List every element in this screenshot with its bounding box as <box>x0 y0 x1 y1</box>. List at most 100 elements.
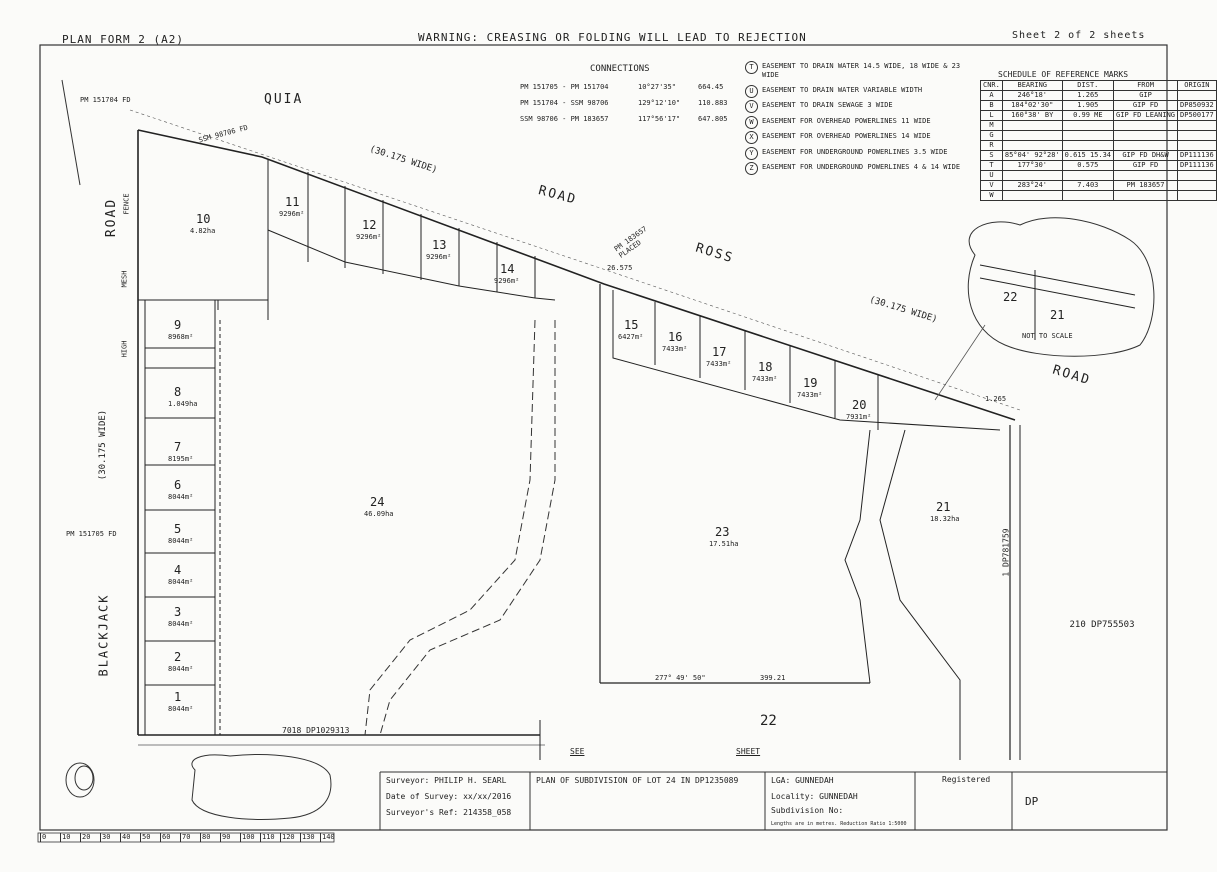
scale-tick-label: 10 <box>60 833 71 842</box>
scale-tick-label: 30 <box>100 833 111 842</box>
lot-number: 16 <box>668 330 683 344</box>
schedule-cell <box>1061 140 1115 151</box>
lot-number: 10 <box>196 212 211 226</box>
schedule-header-cell: CNR. <box>980 80 1003 91</box>
schedule-cell <box>1113 190 1179 201</box>
subdivision-label: Subdivision No: <box>771 806 844 815</box>
scale-tick-label: 50 <box>140 833 151 842</box>
scale-tick-label: 80 <box>200 833 211 842</box>
schedule-cell <box>1177 120 1217 131</box>
lengths-note: Lengths are in metres. Reduction Ratio 1… <box>771 821 907 827</box>
bearing-bottom: 277° 49' 50" <box>655 674 706 682</box>
scale-tick-label: 40 <box>120 833 131 842</box>
sheet-label: Sheet 2 of 2 sheets <box>1012 30 1146 41</box>
schedule-cell: GIP FD DH&W <box>1113 150 1179 161</box>
plan-form-label: PLAN FORM 2 (A2) <box>62 33 184 46</box>
connection-bearing: 129°12'10" <box>638 99 681 107</box>
easement-key-icon: X <box>745 131 758 144</box>
sheet-ref-label: SHEET <box>736 747 761 756</box>
lot-area: 7931m² <box>846 413 872 421</box>
connection-from: PM 151704 - SSM 98706 <box>520 99 609 107</box>
lot-number: 17 <box>712 345 727 359</box>
lot-number: 9 <box>174 318 182 332</box>
dp-label: DP <box>1025 795 1039 808</box>
lot-number: 18 <box>758 360 773 374</box>
easement-key-icon: Y <box>745 146 758 160</box>
schedule-cell <box>1113 170 1179 181</box>
schedule-cell: DP500177 <box>1177 110 1217 121</box>
lot-area: 8195m² <box>168 455 194 463</box>
lot-area: 18.32ha <box>930 515 960 523</box>
schedule-row: G <box>980 130 1217 141</box>
schedule-cell: 184°02'30" <box>1001 100 1063 111</box>
lot-number: 14 <box>500 262 515 276</box>
distance-b: 26.575 <box>607 264 633 272</box>
schedule-cell: B <box>980 100 1003 111</box>
lot-area: 1.049ha <box>168 400 198 408</box>
lot-number: 24 <box>370 495 385 509</box>
schedule-cell <box>1001 130 1063 141</box>
lga-label: LGA: GUNNEDAH <box>771 776 834 785</box>
surveyor-name: Surveyor: PHILIP H. SEARL <box>386 776 507 785</box>
road-boundary-north <box>137 129 1016 421</box>
lot-area: 17.51ha <box>709 540 739 548</box>
schedule-cell: 0.575 <box>1061 160 1115 171</box>
schedule-cell: A <box>980 90 1003 101</box>
lot-area: 8044m² <box>168 705 194 713</box>
lot-area: 8044m² <box>168 537 194 545</box>
lot-number: 11 <box>285 195 300 209</box>
lot-number: 15 <box>624 318 639 332</box>
lot-number: 20 <box>852 398 867 412</box>
lot-number: 3 <box>174 605 182 619</box>
schedule-cell <box>1061 170 1115 181</box>
dp1029313-label: 7018 DP1029313 <box>282 726 350 735</box>
schedule-row: W <box>980 190 1217 201</box>
lot-area: 46.09ha <box>364 510 394 518</box>
connection-distance: 110.883 <box>698 99 728 107</box>
schedule-cell: U <box>980 170 1003 181</box>
lot-number: 12 <box>362 218 377 232</box>
survey-date: Date of Survey: xx/xx/2016 <box>386 792 512 801</box>
inset-lot-22: 22 <box>1003 290 1018 304</box>
plan-title: PLAN OF SUBDIVISION OF LOT 24 IN DP12350… <box>536 776 739 785</box>
schedule-cell: W <box>980 190 1003 201</box>
schedule-cell: M <box>980 120 1003 131</box>
scale-tick-label: 90 <box>220 833 231 842</box>
schedule-cell: 160°38' BY <box>1001 110 1063 121</box>
surveyor-ref: Surveyor's Ref: 214358_058 <box>386 808 512 817</box>
distance-bottom: 399.21 <box>760 674 786 682</box>
distance-a: 1.265 <box>985 395 1007 403</box>
lot-area: 6427m² <box>618 333 644 341</box>
sheet-border <box>39 44 1168 831</box>
easement-text: EASEMENT FOR UNDERGROUND POWERLINES 3.5 … <box>762 147 948 156</box>
lot-area: 8044m² <box>168 665 194 673</box>
schedule-header-cell: DIST. <box>1061 80 1115 91</box>
lot-number: 1 <box>174 690 182 704</box>
scale-tick-label: 140 <box>320 833 335 842</box>
schedule-cell: 0.99 ME <box>1061 110 1115 121</box>
schedule-cell: L <box>980 110 1003 121</box>
schedule-cell: GIP <box>1113 90 1179 101</box>
schedule-cell <box>1177 170 1217 181</box>
scale-tick-label: 20 <box>80 833 91 842</box>
easement-text: EASEMENT TO DRAIN WATER VARIABLE WIDTH <box>762 85 923 94</box>
connections-title: CONNECTIONS <box>590 64 650 74</box>
easement-text: EASEMENT TO DRAIN WATER 14.5 WIDE, 18 WI… <box>762 62 961 79</box>
fence-label-high: HIGH <box>120 340 129 358</box>
schedule-cell: DP111136 <box>1177 150 1217 161</box>
lot-area: 7433m² <box>752 375 778 383</box>
lot-number: 19 <box>803 376 818 390</box>
schedule-cell <box>1177 130 1217 141</box>
dp781759-label: 1 DP781759 <box>1001 528 1011 577</box>
schedule-cell <box>1001 120 1063 131</box>
schedule-cell: V <box>980 180 1003 191</box>
lot-number: 7 <box>174 440 182 454</box>
road-label-road-west: ROAD <box>104 197 120 238</box>
schedule-cell: T <box>980 160 1003 171</box>
scale-tick-label: 120 <box>280 833 295 842</box>
scale-tick-label: 100 <box>240 833 255 842</box>
